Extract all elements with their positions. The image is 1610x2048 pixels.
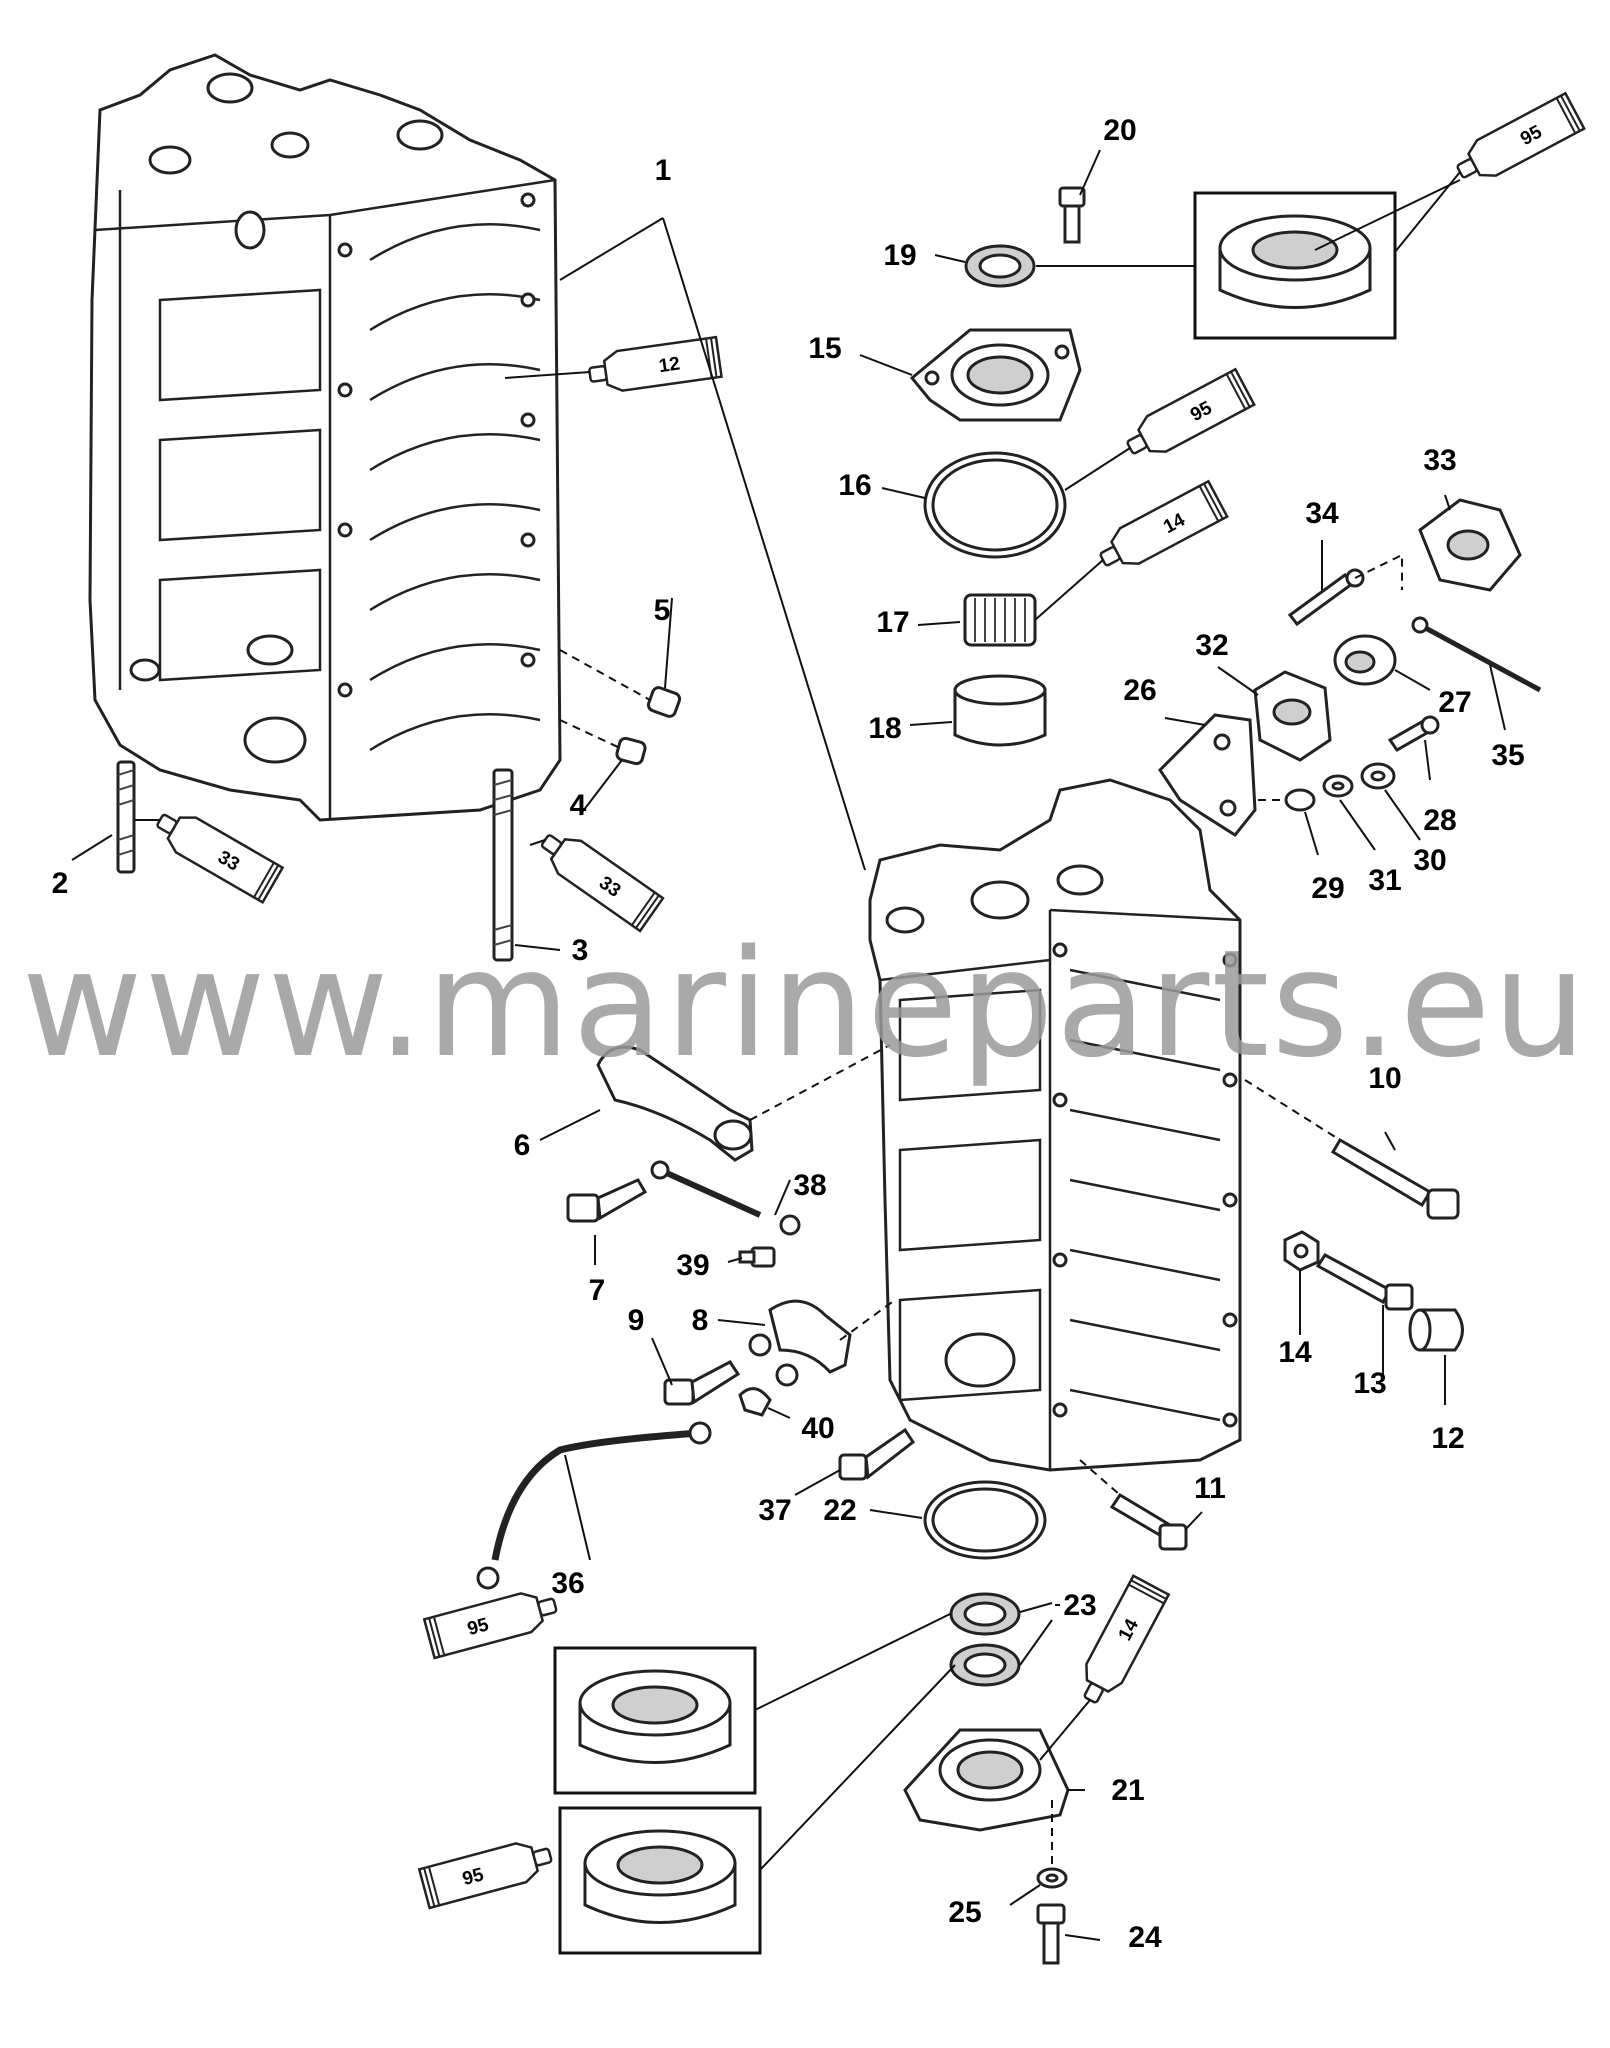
callout-35: 35 <box>1491 739 1524 772</box>
tube-12: 12 <box>588 335 723 392</box>
callout-5: 5 <box>654 594 671 627</box>
bearing-cap-8 <box>748 1299 852 1387</box>
callout-38: 38 <box>793 1169 826 1202</box>
tube-95-mid: 95 <box>1126 367 1256 455</box>
bearing-cap-6 <box>596 1045 754 1162</box>
crankcase-right <box>868 778 1242 1472</box>
callout-18: 18 <box>868 712 901 745</box>
tube-label: 12 <box>658 353 682 377</box>
thermostat-27 <box>1333 634 1397 686</box>
tube-95-top: 95 <box>1456 91 1586 179</box>
callout-33: 33 <box>1423 444 1456 477</box>
plug-12 <box>1408 1308 1464 1352</box>
callout-2: 2 <box>52 867 69 900</box>
callout-8: 8 <box>692 1304 709 1337</box>
callout-37: 37 <box>758 1494 791 1527</box>
inset-seal-bottom-2 <box>558 1806 762 1955</box>
stud-3 <box>492 768 514 962</box>
tube-14-bottom: 14 <box>1083 1574 1171 1704</box>
callout-20: 20 <box>1103 114 1136 147</box>
callout-4: 4 <box>570 789 587 822</box>
washer-31 <box>1322 774 1354 798</box>
callout-39: 39 <box>676 1249 709 1282</box>
callout-15: 15 <box>808 332 841 365</box>
tube-33-mid: 33 <box>540 834 665 933</box>
callout-27: 27 <box>1438 686 1471 719</box>
seal-23 <box>949 1592 1021 1687</box>
bolt-20 <box>1058 186 1086 244</box>
stud-2 <box>116 760 136 874</box>
clip-40 <box>738 1387 772 1417</box>
callout-30: 30 <box>1413 844 1446 877</box>
callout-1: 1 <box>655 154 672 187</box>
sender-35 <box>1411 616 1542 693</box>
callout-34: 34 <box>1305 497 1339 530</box>
bolt-13 <box>1315 1253 1414 1311</box>
dowel-4 <box>615 736 647 766</box>
bolt-9 <box>663 1360 741 1406</box>
seal-19 <box>964 244 1036 288</box>
callout-24: 24 <box>1128 1921 1162 1954</box>
bearing-housing-15 <box>909 328 1082 422</box>
callout-19: 19 <box>883 239 916 272</box>
callout-17: 17 <box>876 606 909 639</box>
watermark-text: www.marineparts.eu <box>22 918 1589 1090</box>
tube-14-mid: 14 <box>1099 479 1229 567</box>
callout-36: 36 <box>551 1567 584 1600</box>
callout-28: 28 <box>1423 804 1456 837</box>
callout-26: 26 <box>1123 674 1156 707</box>
callout-11: 11 <box>1194 1472 1226 1505</box>
needle-bearing-17 <box>963 593 1037 647</box>
screw-39 <box>738 1246 776 1268</box>
screw-28 <box>1387 715 1440 752</box>
cylinder-block-left <box>88 53 562 822</box>
callout-3: 3 <box>572 934 589 967</box>
bolt-10 <box>1330 1137 1460 1220</box>
callout-14: 14 <box>1278 1336 1312 1369</box>
cable-36 <box>476 1421 712 1590</box>
callout-7: 7 <box>589 1274 606 1307</box>
bolt-34 <box>1287 568 1365 627</box>
callout-31: 31 <box>1368 864 1401 897</box>
callout-29: 29 <box>1311 872 1344 905</box>
washer-25 <box>1036 1867 1068 1889</box>
o-ring-22 <box>923 1480 1047 1560</box>
callout-6: 6 <box>514 1129 531 1162</box>
leader-lines <box>71 149 1506 1941</box>
bolt-24 <box>1036 1903 1066 1965</box>
cable-38 <box>650 1160 801 1236</box>
tube-95-bottom-left-1: 95 <box>422 1592 558 1660</box>
o-ring-16 <box>923 451 1067 559</box>
callout-40: 40 <box>801 1412 834 1445</box>
callout-labels: 1 2 3 4 5 6 7 8 9 10 11 12 13 14 15 16 1… <box>52 114 1525 1954</box>
callout-25: 25 <box>948 1896 981 1929</box>
bolt-37 <box>838 1427 916 1481</box>
callout-16: 16 <box>838 469 871 502</box>
thermostat-cover-33 <box>1418 498 1522 592</box>
callout-23: 23 <box>1063 1589 1096 1622</box>
callout-32: 32 <box>1195 629 1228 662</box>
housing-32 <box>1253 670 1332 762</box>
callout-13: 13 <box>1353 1367 1386 1400</box>
callout-10: 10 <box>1368 1062 1401 1095</box>
washer-30 <box>1360 762 1396 790</box>
callout-21: 21 <box>1111 1774 1144 1807</box>
callout-9: 9 <box>628 1304 645 1337</box>
tube-95-bottom-left-2: 95 <box>417 1842 553 1910</box>
inset-seal-top <box>1193 191 1397 340</box>
gasket-26 <box>1158 713 1257 837</box>
dowel-5 <box>646 686 682 718</box>
bearing-housing-21 <box>903 1728 1070 1832</box>
sleeve-18 <box>953 674 1047 747</box>
inset-seal-bottom-1 <box>553 1646 757 1795</box>
callout-22: 22 <box>823 1494 856 1527</box>
nut-29 <box>1284 788 1316 812</box>
bolt-7 <box>566 1178 648 1223</box>
callout-12: 12 <box>1431 1422 1464 1455</box>
tube-33-left: 33 <box>156 813 285 905</box>
nut-14 <box>1283 1230 1320 1272</box>
bolt-11 <box>1109 1492 1188 1551</box>
